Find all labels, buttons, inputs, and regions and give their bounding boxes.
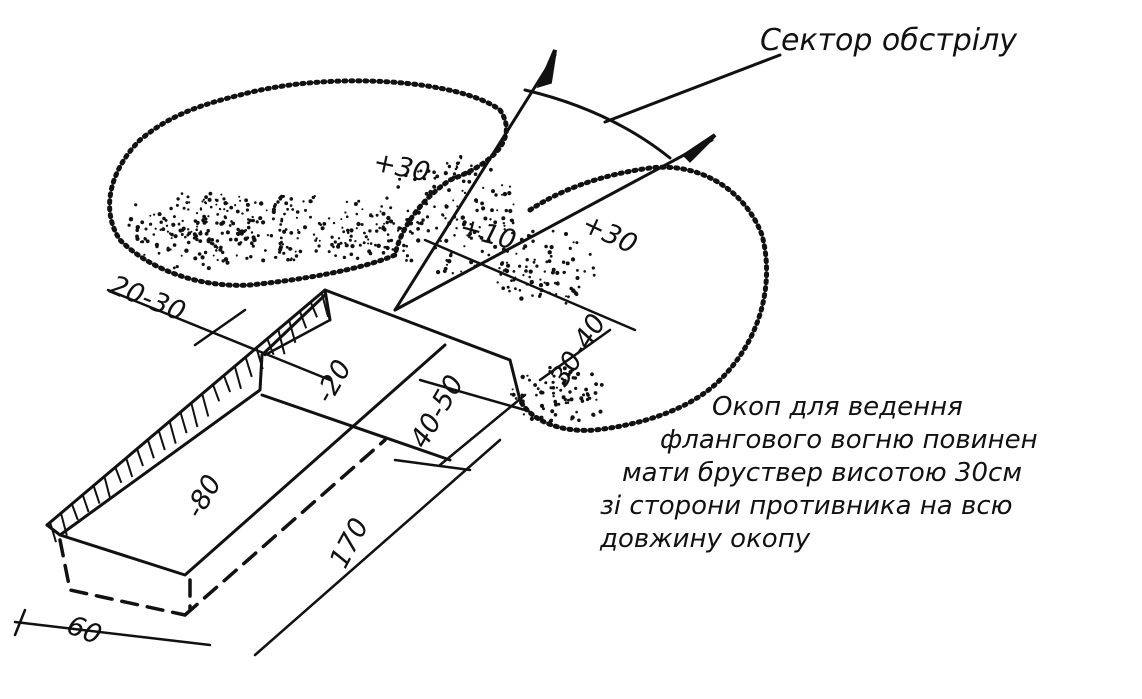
- dim-parapet-height: 30-40: [545, 309, 613, 392]
- trench-left-wall: [45, 293, 327, 537]
- hidden-edges: [58, 438, 387, 617]
- dim-trench-length: 170: [324, 513, 376, 573]
- parapet-outline: [107, 78, 509, 288]
- sector-ray-right: [393, 138, 714, 312]
- note-line-4: зі сторони противника на всю: [600, 491, 1013, 521]
- dimension-lines: [13, 238, 637, 657]
- title-leader: [603, 53, 782, 124]
- label-bottom: -80: [179, 470, 228, 524]
- sector-ray-left: [393, 53, 557, 312]
- dim-step-length: 40-50: [404, 370, 470, 453]
- trench-rim: [45, 288, 522, 527]
- parapet-outline-right: [517, 164, 770, 433]
- trench-step-edge: [260, 393, 452, 462]
- sector-arrowhead-right: [681, 133, 717, 163]
- sector-title: Сектор обстрілу: [760, 23, 1018, 58]
- dim-parapet-width: 20-30: [105, 270, 189, 328]
- wall-hatching: [49, 293, 329, 543]
- note: Окоп для ведення флангового вогню повине…: [599, 392, 1038, 554]
- trench-bottom-edge: [58, 343, 447, 577]
- note-line-3: мати бруствер висотою 30см: [622, 458, 1022, 488]
- note-line-2: флангового вогню повинен: [660, 425, 1038, 455]
- note-line-5: довжину окопу: [599, 524, 811, 554]
- label-parapet-left: +30: [371, 147, 433, 189]
- parapet-stipple: [124, 155, 604, 424]
- note-line-1: Окоп для ведення: [712, 392, 963, 422]
- trench-step-back: [263, 318, 332, 357]
- label-ground: +10: [456, 212, 519, 257]
- dim-trench-width: 60: [62, 610, 105, 652]
- sector-arc: [523, 88, 672, 160]
- sector-arrowhead-left: [536, 49, 557, 89]
- label-step: -20: [309, 355, 358, 409]
- label-parapet-right: +30: [577, 208, 642, 260]
